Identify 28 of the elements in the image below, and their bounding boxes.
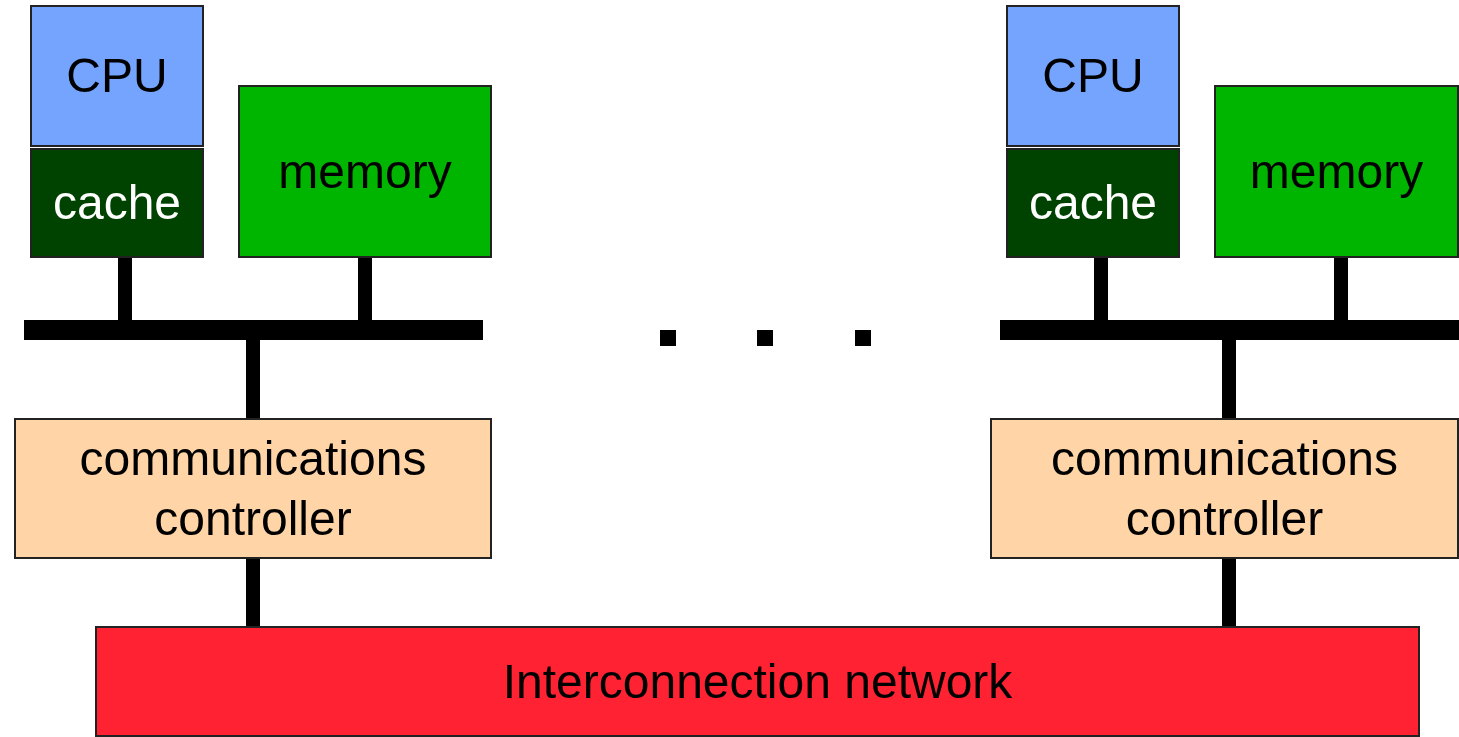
cache-label: cache (52, 175, 182, 231)
cpu-label: CPU (1042, 48, 1144, 104)
cache-box (30, 148, 204, 258)
bus-bar (1000, 320, 1459, 340)
controller-box (14, 418, 492, 559)
controller-label: communications controller (78, 430, 428, 547)
memory-box (238, 85, 492, 258)
connector-line (1094, 258, 1108, 320)
connector-line (246, 340, 260, 418)
cpu-box (1006, 5, 1180, 147)
cpu-box (30, 5, 204, 147)
memory-label: memory (1249, 143, 1424, 200)
memory-box (1214, 85, 1459, 258)
connector-line (246, 559, 260, 626)
network-label: Interconnection network (502, 653, 1013, 710)
cache-label: cache (1028, 175, 1158, 231)
controller-box (990, 418, 1459, 559)
connector-line (1222, 559, 1236, 626)
cpu-label: CPU (66, 48, 168, 104)
memory-label: memory (278, 143, 452, 200)
connector-line (1222, 340, 1236, 418)
connector-line (118, 258, 132, 320)
bus-bar (24, 320, 483, 340)
network-box (95, 626, 1420, 737)
connector-line (1334, 258, 1348, 320)
connector-line (358, 258, 372, 320)
cache-box (1006, 148, 1180, 258)
controller-label: communications controller (1050, 430, 1399, 547)
